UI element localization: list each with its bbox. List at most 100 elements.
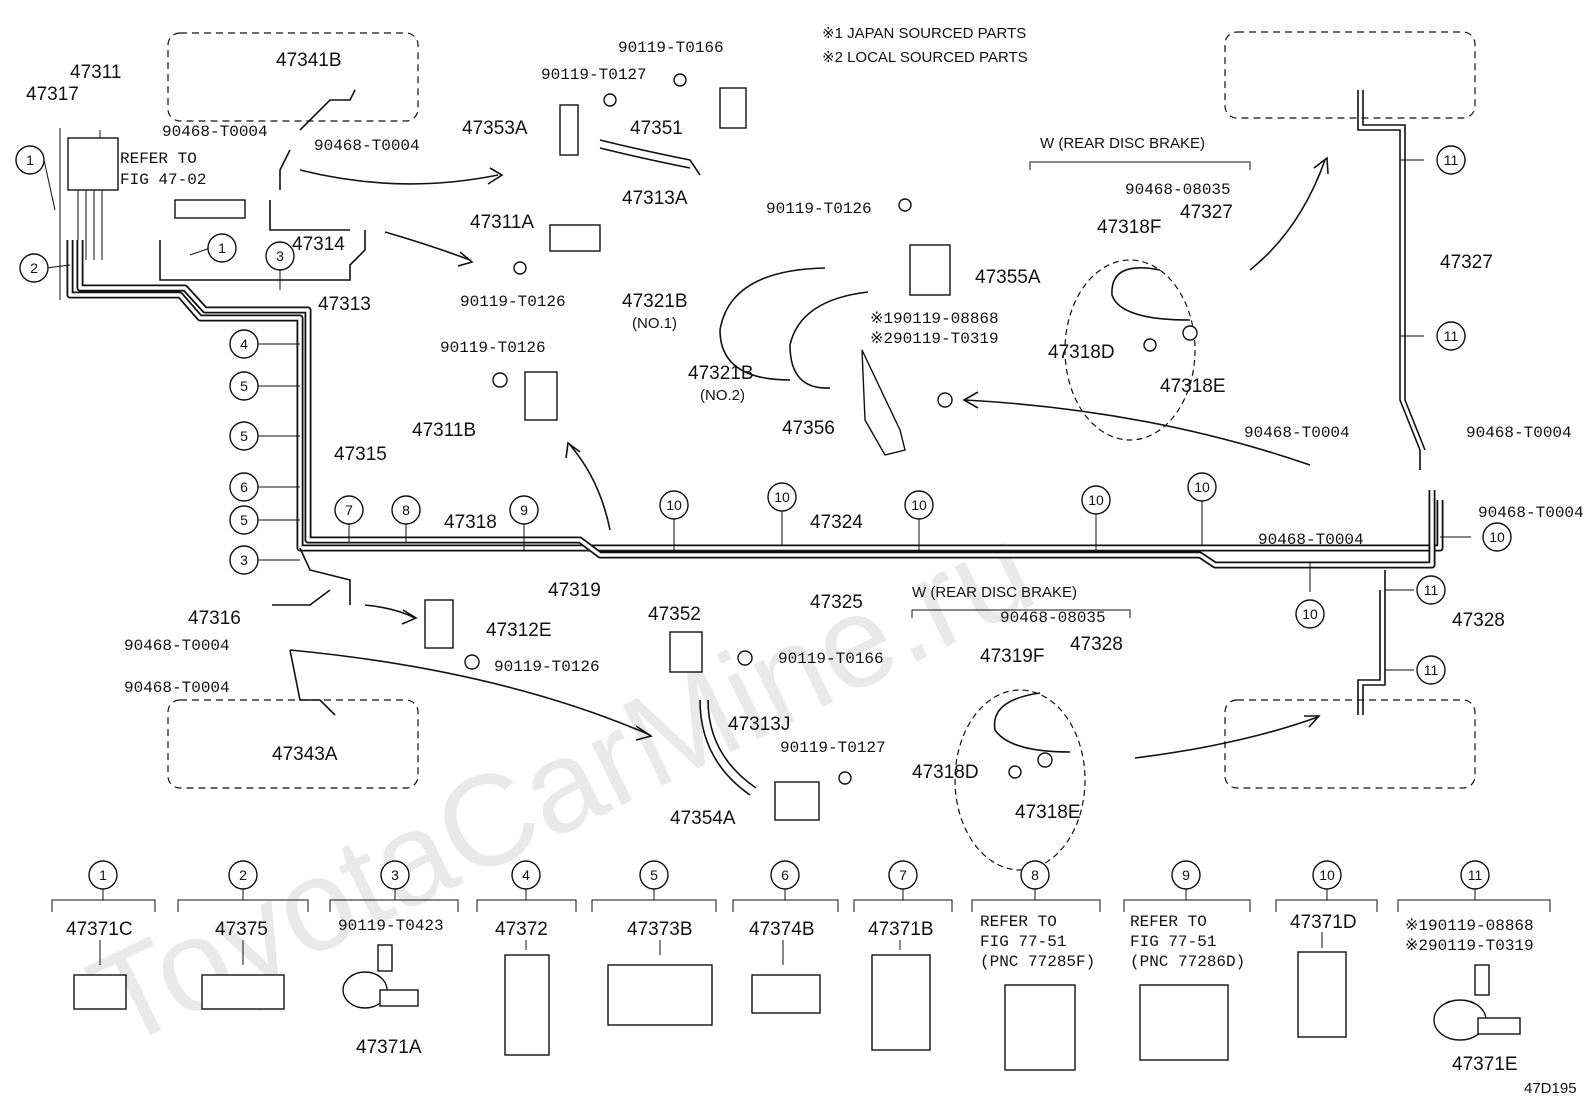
svg-text:REFER TO: REFER TO [980,913,1057,931]
svg-text:4: 4 [240,336,248,352]
label-90119-t0166-mid: 90119-T0166 [778,650,884,668]
label-47319F: 47319F [980,646,1044,667]
arrow-to-47313J [289,649,651,736]
svg-text:47374B: 47374B [749,919,815,940]
svg-text:FIG 77-51: FIG 77-51 [1130,933,1216,951]
label-47313A: 47313A [622,188,688,209]
label-note2-t0319: ※290119-T0319 [870,330,999,348]
bolt-90119-08868 [937,392,953,408]
label-47317: 47317 [26,84,79,105]
label-47318E-top: 47318E [1160,376,1226,397]
legend-item-10: 10 47371D [1275,860,1378,1038]
svg-text:47372: 47372 [495,919,548,940]
svg-text:5: 5 [650,867,658,883]
bolt-90119-08868 [1474,964,1490,996]
callout-box-top-right [1224,31,1476,119]
label-47311A: 47311A [470,212,534,233]
label-47315: 47315 [334,444,387,465]
bolt-90119-t0127 [603,93,617,107]
svg-text:11: 11 [1468,867,1483,883]
label-47327: 47327 [1440,252,1493,273]
legend-item-4: 4 47372 [476,860,577,1056]
marker-10d: 10 [1081,485,1111,515]
marker-9: 9 [509,495,539,525]
bolt-90119-t0166 [673,73,687,87]
svg-text:47373B: 47373B [627,919,693,940]
svg-text:47371B: 47371B [868,919,934,940]
callout-box-bottom-right [1224,699,1476,789]
marker-11c: 11 [1416,575,1446,605]
label-47319: 47319 [548,580,601,601]
label-47318D-bot: 47318D [912,762,979,783]
proportioning-valve [174,199,246,219]
bracket-47353A [559,104,579,156]
bolt-90119-t0126-b [492,372,508,388]
label-90468-08035-top: 90468-08035 [1125,181,1231,199]
svg-text:※290119-T0319: ※290119-T0319 [1405,937,1534,955]
svg-text:6: 6 [240,479,248,495]
legend-item-8: 8 REFER TO FIG 77-51 (PNC 77285F) [971,860,1101,1071]
svg-text:4: 4 [522,867,530,883]
bracket-47354A [774,781,820,821]
legend-item-2: 2 47375 [177,860,309,1010]
marker-1b: 1 [207,233,237,263]
svg-text:10: 10 [1302,606,1318,622]
svg-text:47375: 47375 [215,919,268,940]
label-90468-08035-bot: 90468-08035 [1000,609,1106,627]
svg-text:11: 11 [1424,582,1439,598]
label-90468-t0004-l2: 90468-T0004 [124,679,230,697]
arrow-to-47356 [964,399,1311,466]
label-90468-t0004-l1: 90468-T0004 [124,637,230,655]
marker-10g: 10 [1482,522,1512,552]
svg-text:5: 5 [240,512,248,528]
svg-text:8: 8 [402,502,410,518]
bracket-47312E [424,599,454,649]
bolt-90119-t0127-mid [838,771,852,785]
marker-2: 2 [19,253,49,283]
label-47313J: 47313J [728,714,790,735]
label-90468-t0004-r4: 90468-T0004 [1258,531,1364,549]
arrow-to-47312E [364,604,416,619]
marker-8: 8 [391,495,421,525]
svg-text:3: 3 [240,552,248,568]
label-90119-t0166-top: 90119-T0166 [618,39,724,57]
marker-group: 1 1 2 3 3 4 5 5 6 5 7 8 9 10 10 10 10 10… [15,145,1512,685]
svg-text:3: 3 [391,867,399,883]
note-local: ※2 LOCAL SOURCED PARTS [822,49,1028,66]
marker-5a: 5 [229,371,259,401]
label-90468-t0004-r3: 90468-T0004 [1478,504,1584,522]
label-fig-47-02: FIG 47-02 [120,171,206,189]
bracket-47352 [669,631,703,673]
svg-text:47371E: 47371E [1452,1054,1518,1075]
label-47321B-no1: 47321B [622,291,688,312]
bracket-47356 [861,349,906,456]
bracket-47351 [719,87,747,129]
clamp-47371B [871,954,931,1051]
marker-5b: 5 [229,421,259,451]
arrow-to-47311A [384,231,471,261]
label-47356: 47356 [782,418,835,439]
svg-text:47371C: 47371C [66,919,133,940]
label-47343A: 47343A [272,744,338,765]
label-47314: 47314 [292,234,345,255]
legend-item-5: 5 47373B [591,860,717,1026]
clamp-47371D [1297,951,1347,1038]
part-labels: 47311 47317 47341B 90468-T0004 90468-T00… [26,39,1584,829]
svg-text:2: 2 [30,260,38,276]
marker-11b: 11 [1436,321,1466,351]
svg-text:6: 6 [781,867,789,883]
svg-text:※190119-08868: ※190119-08868 [1405,917,1534,935]
svg-text:10: 10 [1194,479,1210,495]
label-no1: (NO.1) [632,315,677,332]
label-no2: (NO.2) [700,387,745,404]
svg-text:1: 1 [99,867,107,883]
bolt-90119-t0126-d [464,654,480,670]
svg-text:REFER TO: REFER TO [1130,913,1207,931]
label-47321B-no2: 47321B [688,363,754,384]
label-47318E-bot: 47318E [1015,802,1081,823]
label-47324: 47324 [810,512,863,533]
svg-text:10: 10 [774,489,790,505]
label-rear-disc-top: W (REAR DISC BRAKE) [1040,135,1205,152]
legend-item-3: 3 90119-T0423 47371A [329,860,459,1058]
